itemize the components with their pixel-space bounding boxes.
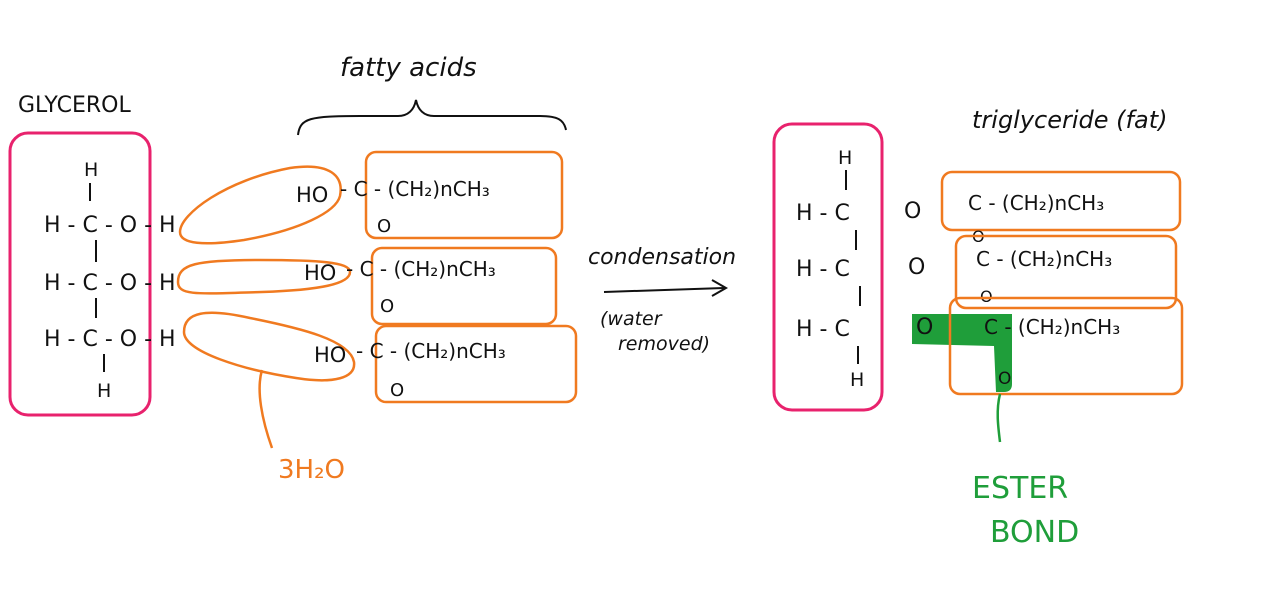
fatty-acid-chain-1: - C - (CH₂)nCH₃ bbox=[340, 177, 490, 201]
product-carbonyl-2: O bbox=[980, 287, 993, 306]
water-oval-2 bbox=[176, 258, 352, 295]
fatty-acid-ho-3: HO bbox=[314, 343, 346, 367]
product-row-1-left: H - C bbox=[796, 201, 850, 226]
glycerol-row-3: H - C - O - H bbox=[44, 327, 176, 352]
fatty-acids-brace bbox=[297, 99, 567, 136]
product-row-3-o: O bbox=[916, 315, 933, 340]
ester-bond-label-1: ESTER bbox=[972, 471, 1068, 506]
product-bottom-h: H bbox=[850, 369, 864, 391]
product-row-3-left: H - C bbox=[796, 317, 850, 342]
fatty-acid-chain-2: - C - (CH₂)nCH₃ bbox=[346, 257, 496, 281]
fatty-acid-ho-1: HO bbox=[296, 183, 328, 207]
reaction-arrow bbox=[603, 287, 725, 293]
water-oval-1 bbox=[178, 165, 342, 245]
glycerol-top-h: H bbox=[84, 159, 98, 181]
product-chain-1: C - (CH₂)nCH₃ bbox=[968, 191, 1104, 215]
fatty-acid-carbonyl-2: O bbox=[380, 296, 394, 317]
triglyceride-label: triglyceride (fat) bbox=[972, 106, 1167, 134]
product-top-h: H bbox=[838, 147, 852, 169]
glycerol-label: GLYCEROL bbox=[18, 93, 131, 118]
glycerol-box bbox=[8, 131, 152, 417]
fatty-acid-ho-2: HO bbox=[304, 261, 336, 285]
water-removed-label-2: removed) bbox=[618, 333, 710, 355]
product-row-2-o: O bbox=[908, 255, 925, 280]
product-chain-3: C - (CH₂)nCH₃ bbox=[984, 315, 1120, 339]
glycerol-row-1: H - C - O - H bbox=[44, 213, 176, 238]
triglyceride-glycerol-box bbox=[772, 122, 884, 412]
water-oval-3 bbox=[182, 311, 356, 382]
glycerol-row-2: H - C - O - H bbox=[44, 271, 176, 296]
product-acid-box-1 bbox=[940, 170, 1182, 232]
product-acid-box-2 bbox=[954, 234, 1178, 310]
product-row-2-left: H - C bbox=[796, 257, 850, 282]
water-label: 3H₂O bbox=[278, 455, 345, 485]
ester-bond-label-2: BOND bbox=[990, 515, 1079, 550]
product-row-1-o: O bbox=[904, 199, 921, 224]
product-chain-2: C - (CH₂)nCH₃ bbox=[976, 247, 1112, 271]
ester-bond-highlight bbox=[912, 314, 1012, 392]
fatty-acid-carbonyl-3: O bbox=[390, 380, 404, 401]
fatty-acid-carbonyl-1: O bbox=[377, 216, 391, 237]
condensation-label: condensation bbox=[588, 245, 736, 270]
fatty-acid-chain-3: - C - (CH₂)nCH₃ bbox=[356, 339, 506, 363]
product-carbonyl-3: O bbox=[998, 369, 1011, 389]
product-acid-box-3 bbox=[948, 296, 1184, 396]
water-removed-label-1: (water bbox=[600, 308, 663, 330]
fatty-acid-box-2 bbox=[370, 246, 558, 326]
fatty-acid-box-3 bbox=[374, 324, 578, 404]
fatty-acid-box-1 bbox=[364, 150, 564, 240]
glycerol-bottom-h: H bbox=[97, 380, 111, 402]
fatty-acids-label: fatty acids bbox=[340, 53, 477, 83]
